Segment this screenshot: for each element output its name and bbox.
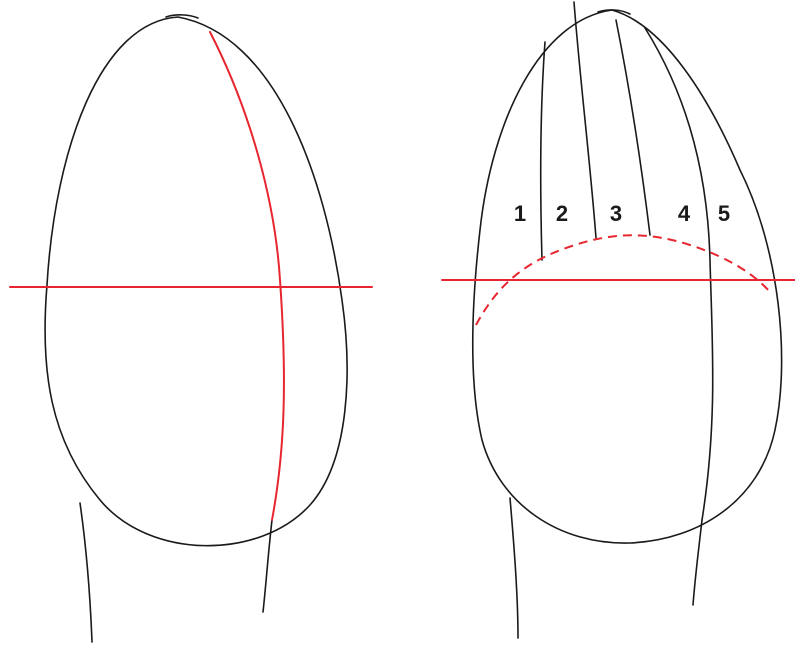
section-divider-3 <box>615 19 651 236</box>
left-figure <box>9 14 373 643</box>
section-label-3: 3 <box>610 201 622 226</box>
left-center-curve <box>209 31 285 521</box>
section-label-2: 2 <box>556 201 568 226</box>
right-hair-tuft <box>597 9 631 15</box>
left-neck-right <box>262 519 273 613</box>
right-figure: 1 2 3 4 5 <box>441 1 795 639</box>
section-label-4: 4 <box>678 201 691 226</box>
section-divider-4 <box>644 27 714 521</box>
right-neck-right <box>692 519 703 606</box>
right-neck-left <box>509 497 519 639</box>
section-divider-1 <box>539 41 546 261</box>
left-neck-left <box>79 502 93 643</box>
section-label-5: 5 <box>718 201 730 226</box>
left-hair-tuft <box>165 14 199 19</box>
left-head-outline <box>44 16 348 547</box>
section-label-1: 1 <box>514 201 526 226</box>
section-divider-2 <box>573 1 597 239</box>
right-head-outline <box>471 9 783 544</box>
